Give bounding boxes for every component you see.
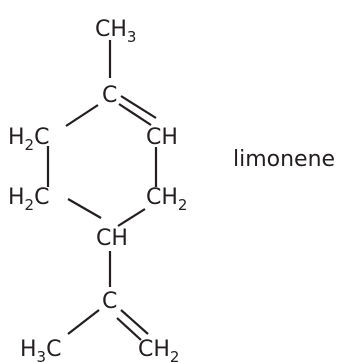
molecule-name: limonene: [233, 147, 335, 172]
atom-ch3-top: CH3: [95, 17, 136, 46]
bond-ch2-lower-right-ch: [117, 208, 146, 227]
atom-ch2-lower-left: H2C: [8, 185, 49, 214]
bonds: [46, 40, 158, 341]
bond-c1-ch-right-inner: [118, 103, 152, 126]
atom-ch2-upper-left: H2C: [8, 125, 49, 154]
atom-ch-right: CH: [146, 125, 178, 150]
atom-c1: C: [102, 83, 117, 108]
bond-c-iso-ch2-outer: [120, 309, 149, 335]
bond-ch2-lower-left-ch: [67, 198, 102, 219]
bond-c-iso-ch3: [67, 309, 100, 335]
bond-c1-ch2-upper-left: [65, 104, 99, 127]
atom-ch-bottom: CH: [96, 226, 128, 251]
atom-ch2-lower-right: CH2: [146, 185, 187, 214]
atom-c-iso: C: [102, 289, 117, 314]
atom-ch3-bottom-left: H3C: [20, 337, 61, 362]
bond-c-iso-ch2-inner: [116, 317, 142, 341]
atom-ch2-bottom-right: CH2: [138, 337, 179, 362]
bond-c1-ch-right-outer: [120, 95, 157, 119]
